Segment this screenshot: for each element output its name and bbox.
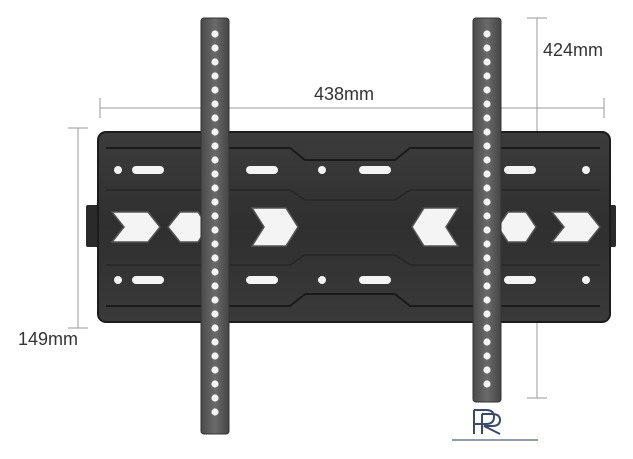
arm-hole: [211, 156, 219, 164]
arm-hole: [211, 240, 219, 248]
arm-hole: [211, 282, 219, 290]
plate-hole: [378, 166, 386, 174]
arm-hole: [483, 128, 491, 136]
arm-hole: [483, 114, 491, 122]
arm-hole: [211, 44, 219, 52]
arm-hole: [483, 184, 491, 192]
arm-hole: [211, 58, 219, 66]
arm-hole: [211, 226, 219, 234]
plate-slot: [246, 276, 278, 284]
arm-hole: [483, 352, 491, 360]
arm-hole: [211, 128, 219, 136]
chevron-cutout-6: [550, 211, 601, 243]
plate-slot: [504, 166, 536, 174]
plate-slot: [359, 276, 391, 284]
plate-slots: [114, 166, 590, 284]
height-label: 424mm: [543, 40, 604, 60]
chevron-cutouts: [110, 207, 601, 247]
arm-hole: [483, 254, 491, 262]
arm-hole: [483, 324, 491, 332]
arm-hole: [211, 254, 219, 262]
arm-hole: [211, 184, 219, 192]
plate-hole: [318, 276, 326, 284]
arm-holes: [211, 30, 491, 416]
arm-hole: [211, 408, 219, 416]
left-vertical-arm: [200, 17, 230, 435]
plate-hole: [582, 276, 590, 284]
plate-slot: [132, 166, 164, 174]
arm-hole: [483, 338, 491, 346]
plate-hole: [114, 276, 122, 284]
arm-hole: [483, 240, 491, 248]
arm-hole: [211, 86, 219, 94]
arm-hole: [483, 268, 491, 276]
arm-hole: [483, 366, 491, 374]
arm-hole: [211, 142, 219, 150]
arm-hole: [211, 310, 219, 318]
chevron-cutout-4: [411, 207, 460, 247]
depth-label: 149mm: [16, 329, 81, 350]
chevron-cutout-2: [167, 211, 209, 243]
plate-hole: [318, 166, 326, 174]
plate-slot: [132, 276, 164, 284]
left-side-bracket: [86, 205, 100, 247]
arm-hole: [211, 198, 219, 206]
arm-hole: [211, 212, 219, 220]
arm-hole: [483, 142, 491, 150]
arm-hole: [483, 310, 491, 318]
arm-hole: [483, 282, 491, 290]
plate-slot: [359, 166, 391, 174]
right-vertical-arm: [472, 17, 502, 403]
arm-hole: [483, 212, 491, 220]
arm-hole: [483, 58, 491, 66]
arm-hole: [483, 156, 491, 164]
arm-hole: [211, 72, 219, 80]
arm-hole: [483, 198, 491, 206]
arm-hole: [211, 324, 219, 332]
arm-hole: [211, 170, 219, 178]
plate-hole: [114, 166, 122, 174]
arm-hole: [483, 296, 491, 304]
arm-hole: [211, 394, 219, 402]
arm-hole: [483, 226, 491, 234]
arm-hole: [211, 296, 219, 304]
arm-hole: [211, 380, 219, 388]
arm-hole: [483, 380, 491, 388]
arm-hole: [211, 338, 219, 346]
arm-hole: [483, 72, 491, 80]
arm-hole: [211, 100, 219, 108]
arm-hole: [211, 366, 219, 374]
width-label: 438mm: [312, 84, 377, 105]
chevron-cutout-3: [250, 207, 299, 247]
arm-hole: [483, 170, 491, 178]
arm-hole: [211, 352, 219, 360]
plate-slot: [246, 166, 278, 174]
brand-logo: [448, 404, 542, 444]
chevron-cutout-1: [110, 211, 161, 243]
plate-hole: [378, 276, 386, 284]
arm-hole: [211, 30, 219, 38]
arm-hole: [483, 86, 491, 94]
arm-hole: [483, 30, 491, 38]
plate-hole: [582, 166, 590, 174]
arm-hole: [211, 268, 219, 276]
arm-hole: [483, 100, 491, 108]
arm-hole: [211, 114, 219, 122]
plate-slot: [504, 276, 536, 284]
arm-hole: [483, 44, 491, 52]
